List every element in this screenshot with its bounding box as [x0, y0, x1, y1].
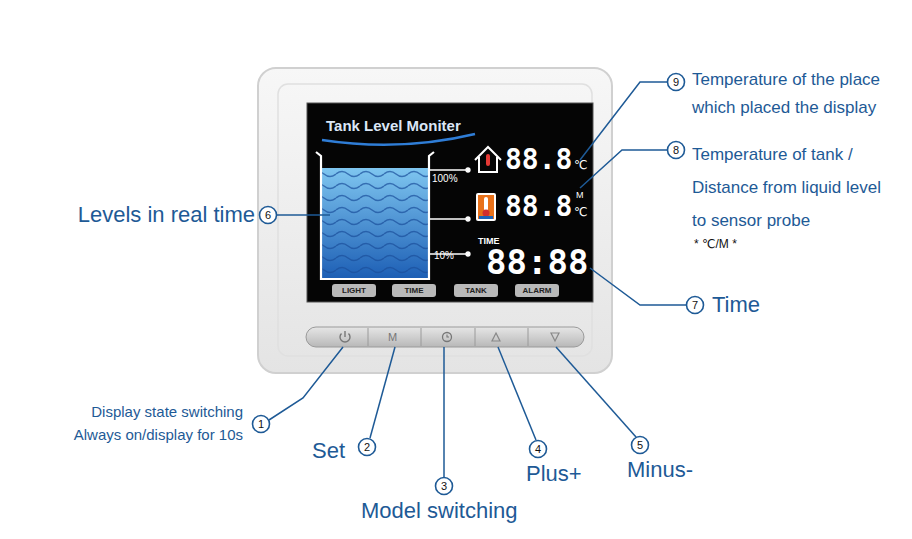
callout-text: Time [712, 292, 760, 318]
callout-number: 8 [666, 143, 686, 157]
seven-segment: 88.8 [505, 193, 572, 221]
screen-tab: TANK [454, 284, 498, 297]
seven-segment: 88:88 [486, 245, 588, 279]
tab-label: TANK [465, 286, 487, 295]
level-mark: 10% [434, 250, 454, 262]
unit-symbol: M [576, 190, 584, 201]
tab-label: ALARM [523, 286, 552, 295]
callout-text: Minus- [627, 457, 693, 483]
callout-number: 9 [666, 75, 686, 89]
callout-text: Set [312, 438, 345, 464]
callout-text: Display state switching [91, 403, 243, 421]
callout-text: Always on/display for 10s [74, 426, 243, 444]
screen-title: Tank Level Moniter [326, 117, 461, 135]
callout-number: 4 [528, 442, 548, 456]
screen-tab: TIME [392, 284, 436, 297]
callout-number: 7 [685, 298, 705, 312]
callout-text: Plus+ [526, 461, 582, 487]
callout-number: 6 [258, 208, 278, 222]
callout-text: Temperature of the place which placed th… [692, 66, 912, 122]
tab-label: LIGHT [342, 286, 366, 295]
tab-label: TIME [404, 286, 423, 295]
seven-segment: 88.8 [505, 146, 572, 174]
callout-number: 2 [357, 440, 377, 454]
unit-symbol: ℃ [574, 205, 587, 219]
callout-text: Levels in real time [78, 202, 255, 228]
screen-tab: ALARM [515, 284, 559, 297]
screen-tab: LIGHT [332, 284, 376, 297]
level-mark: 100% [432, 173, 458, 185]
callout-number: 5 [630, 438, 650, 452]
callout-number: 3 [434, 479, 454, 493]
callout-text: Model switching [361, 498, 518, 524]
callout-text: Temperature of tank / Distance from liqu… [692, 138, 892, 237]
button-symbol: M [388, 331, 397, 344]
unit-symbol: ℃ [574, 158, 587, 172]
callout-number: 1 [251, 417, 271, 431]
unit-note: * ℃/M * [694, 237, 737, 251]
